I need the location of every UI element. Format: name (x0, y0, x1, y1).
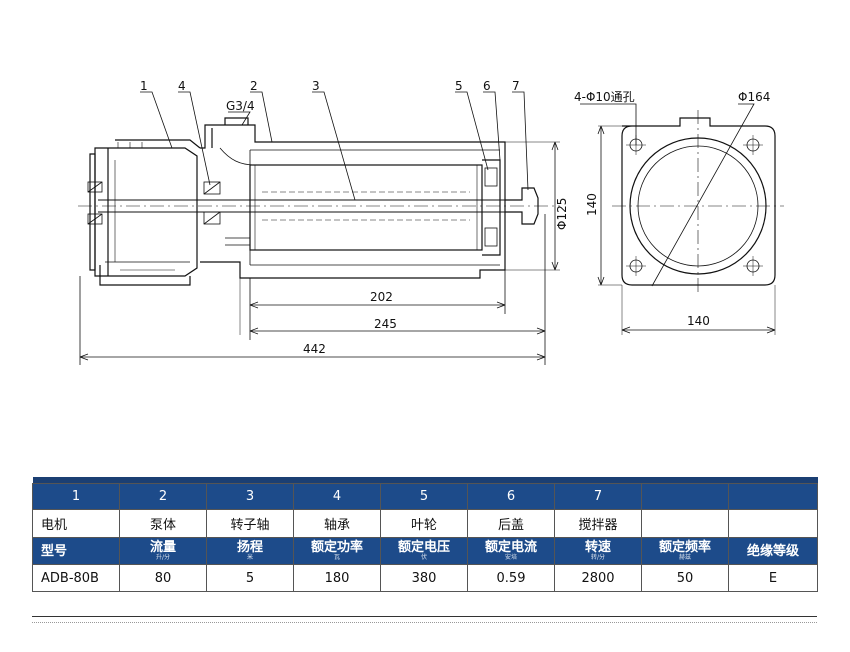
callout-5: 5 (455, 79, 463, 93)
part-name-cell: 叶轮 (380, 509, 468, 538)
part-name-cell: 转子轴 (206, 509, 294, 538)
callout-3: 3 (312, 79, 320, 93)
part-number-cell: 1 (32, 483, 120, 510)
part-name-cell: 泵体 (119, 509, 207, 538)
spec-header-cell: 额定频率赫兹 (641, 537, 729, 565)
callout-4: 4 (178, 79, 186, 93)
table-bottom-dotted-rule (32, 622, 817, 623)
pump-body (200, 117, 506, 279)
callout-6: 6 (483, 79, 491, 93)
spec-header-label: 额定电流 (484, 539, 537, 555)
part-name-cell: 电机 (32, 509, 120, 538)
spec-header-row: 型号 流量升/分 扬程米 额定功率瓦 额定电压伏 额定电流安培 转速转/分 额定… (32, 537, 818, 565)
part-name-cell: 搅拌器 (554, 509, 642, 538)
rear-cover (482, 159, 501, 256)
side-dia-label: Φ164 (738, 90, 770, 104)
spec-header-label: 扬程 (236, 539, 263, 555)
rotor (249, 164, 483, 251)
spec-value-cell: 80 (119, 564, 207, 592)
end-view-dimensions (580, 103, 776, 335)
part-number-cell: 5 (380, 483, 468, 510)
callout-7: 7 (512, 79, 520, 93)
part-name-cell (641, 509, 729, 538)
spec-value-cell: 180 (293, 564, 381, 592)
bearing-left (87, 181, 103, 225)
spec-value-cell: 0.59 (467, 564, 555, 592)
pump-technical-drawing: 1 4 2 3 5 6 7 G3/4 202 245 442 Φ125 4-Φ1… (78, 79, 784, 365)
spec-value-row: ADB-80B 80 5 180 380 0.59 2800 50 E (32, 564, 818, 592)
side-width-dim: 140 (687, 314, 710, 328)
spec-header-cell: 额定功率瓦 (293, 537, 381, 565)
part-number-cell: 3 (206, 483, 294, 510)
part-name-cell (728, 509, 818, 538)
spec-header-label: 转速 (584, 539, 611, 555)
dim-442: 442 (303, 342, 326, 356)
end-view-flange (612, 110, 784, 292)
side-holes-label: 4-Φ10通孔 (574, 90, 635, 104)
part-name-row: 电机 泵体 转子轴 轴承 叶轮 后盖 搅拌器 (32, 509, 818, 538)
callout-leaders (140, 91, 529, 201)
motor-housing (89, 139, 201, 286)
spec-header-label: 额定频率 (658, 539, 711, 555)
spec-header-unit: 安培 (504, 553, 517, 561)
spec-header-unit: 赫兹 (678, 553, 691, 561)
spec-header-label: 额定电压 (397, 539, 450, 555)
side-height-dim: 140 (585, 193, 599, 216)
spec-value-cell: 380 (380, 564, 468, 592)
spec-header-unit: 升/分 (155, 553, 171, 561)
spec-header-cell: 扬程米 (206, 537, 294, 565)
spec-value-cell: 50 (641, 564, 729, 592)
spec-header-unit: 伏 (420, 553, 427, 561)
spec-header-label: 流量 (149, 539, 176, 555)
dim-202: 202 (370, 290, 393, 304)
part-number-cell: 2 (119, 483, 207, 510)
spec-header-label: 额定功率 (310, 539, 363, 555)
spec-header-unit: 转/分 (590, 553, 606, 561)
spec-value-cell: 2800 (554, 564, 642, 592)
dimension-lines (79, 141, 560, 365)
spec-header-cell: 额定电流安培 (467, 537, 555, 565)
spec-value-cell: 5 (206, 564, 294, 592)
spec-header-label: 绝缘等级 (746, 543, 799, 559)
spec-value-cell: E (728, 564, 818, 592)
dim-dia-125: Φ125 (555, 198, 569, 230)
callout-1: 1 (140, 79, 148, 93)
spec-header-unit: 瓦 (333, 553, 340, 561)
spec-header-cell: 转速转/分 (554, 537, 642, 565)
table-bottom-rule (32, 616, 817, 617)
part-number-cell (641, 483, 729, 510)
spec-value-cell: ADB-80B (32, 564, 120, 592)
part-number-cell (728, 483, 818, 510)
part-number-cell: 6 (467, 483, 555, 510)
dim-245: 245 (374, 317, 397, 331)
spec-header-cell: 型号 (32, 537, 120, 565)
part-number-row: 1 2 3 4 5 6 7 (32, 483, 818, 510)
part-number-cell: 4 (293, 483, 381, 510)
part-name-cell: 后盖 (467, 509, 555, 538)
table-top-band (32, 477, 818, 484)
bearing-right (203, 181, 221, 225)
spec-header-cell: 绝缘等级 (728, 537, 818, 565)
part-number-cell: 7 (554, 483, 642, 510)
spec-header-cell: 流量升/分 (119, 537, 207, 565)
spec-table: 1 2 3 4 5 6 7 电机 泵体 转子轴 轴承 叶轮 后盖 搅拌器 型号 … (32, 477, 818, 592)
spec-header-label: 型号 (41, 543, 68, 559)
spec-header-cell: 额定电压伏 (380, 537, 468, 565)
port-label: G3/4 (226, 99, 255, 113)
spec-header-unit: 米 (246, 553, 253, 561)
rotor-shaft (78, 199, 560, 213)
callout-2: 2 (250, 79, 258, 93)
part-name-cell: 轴承 (293, 509, 381, 538)
